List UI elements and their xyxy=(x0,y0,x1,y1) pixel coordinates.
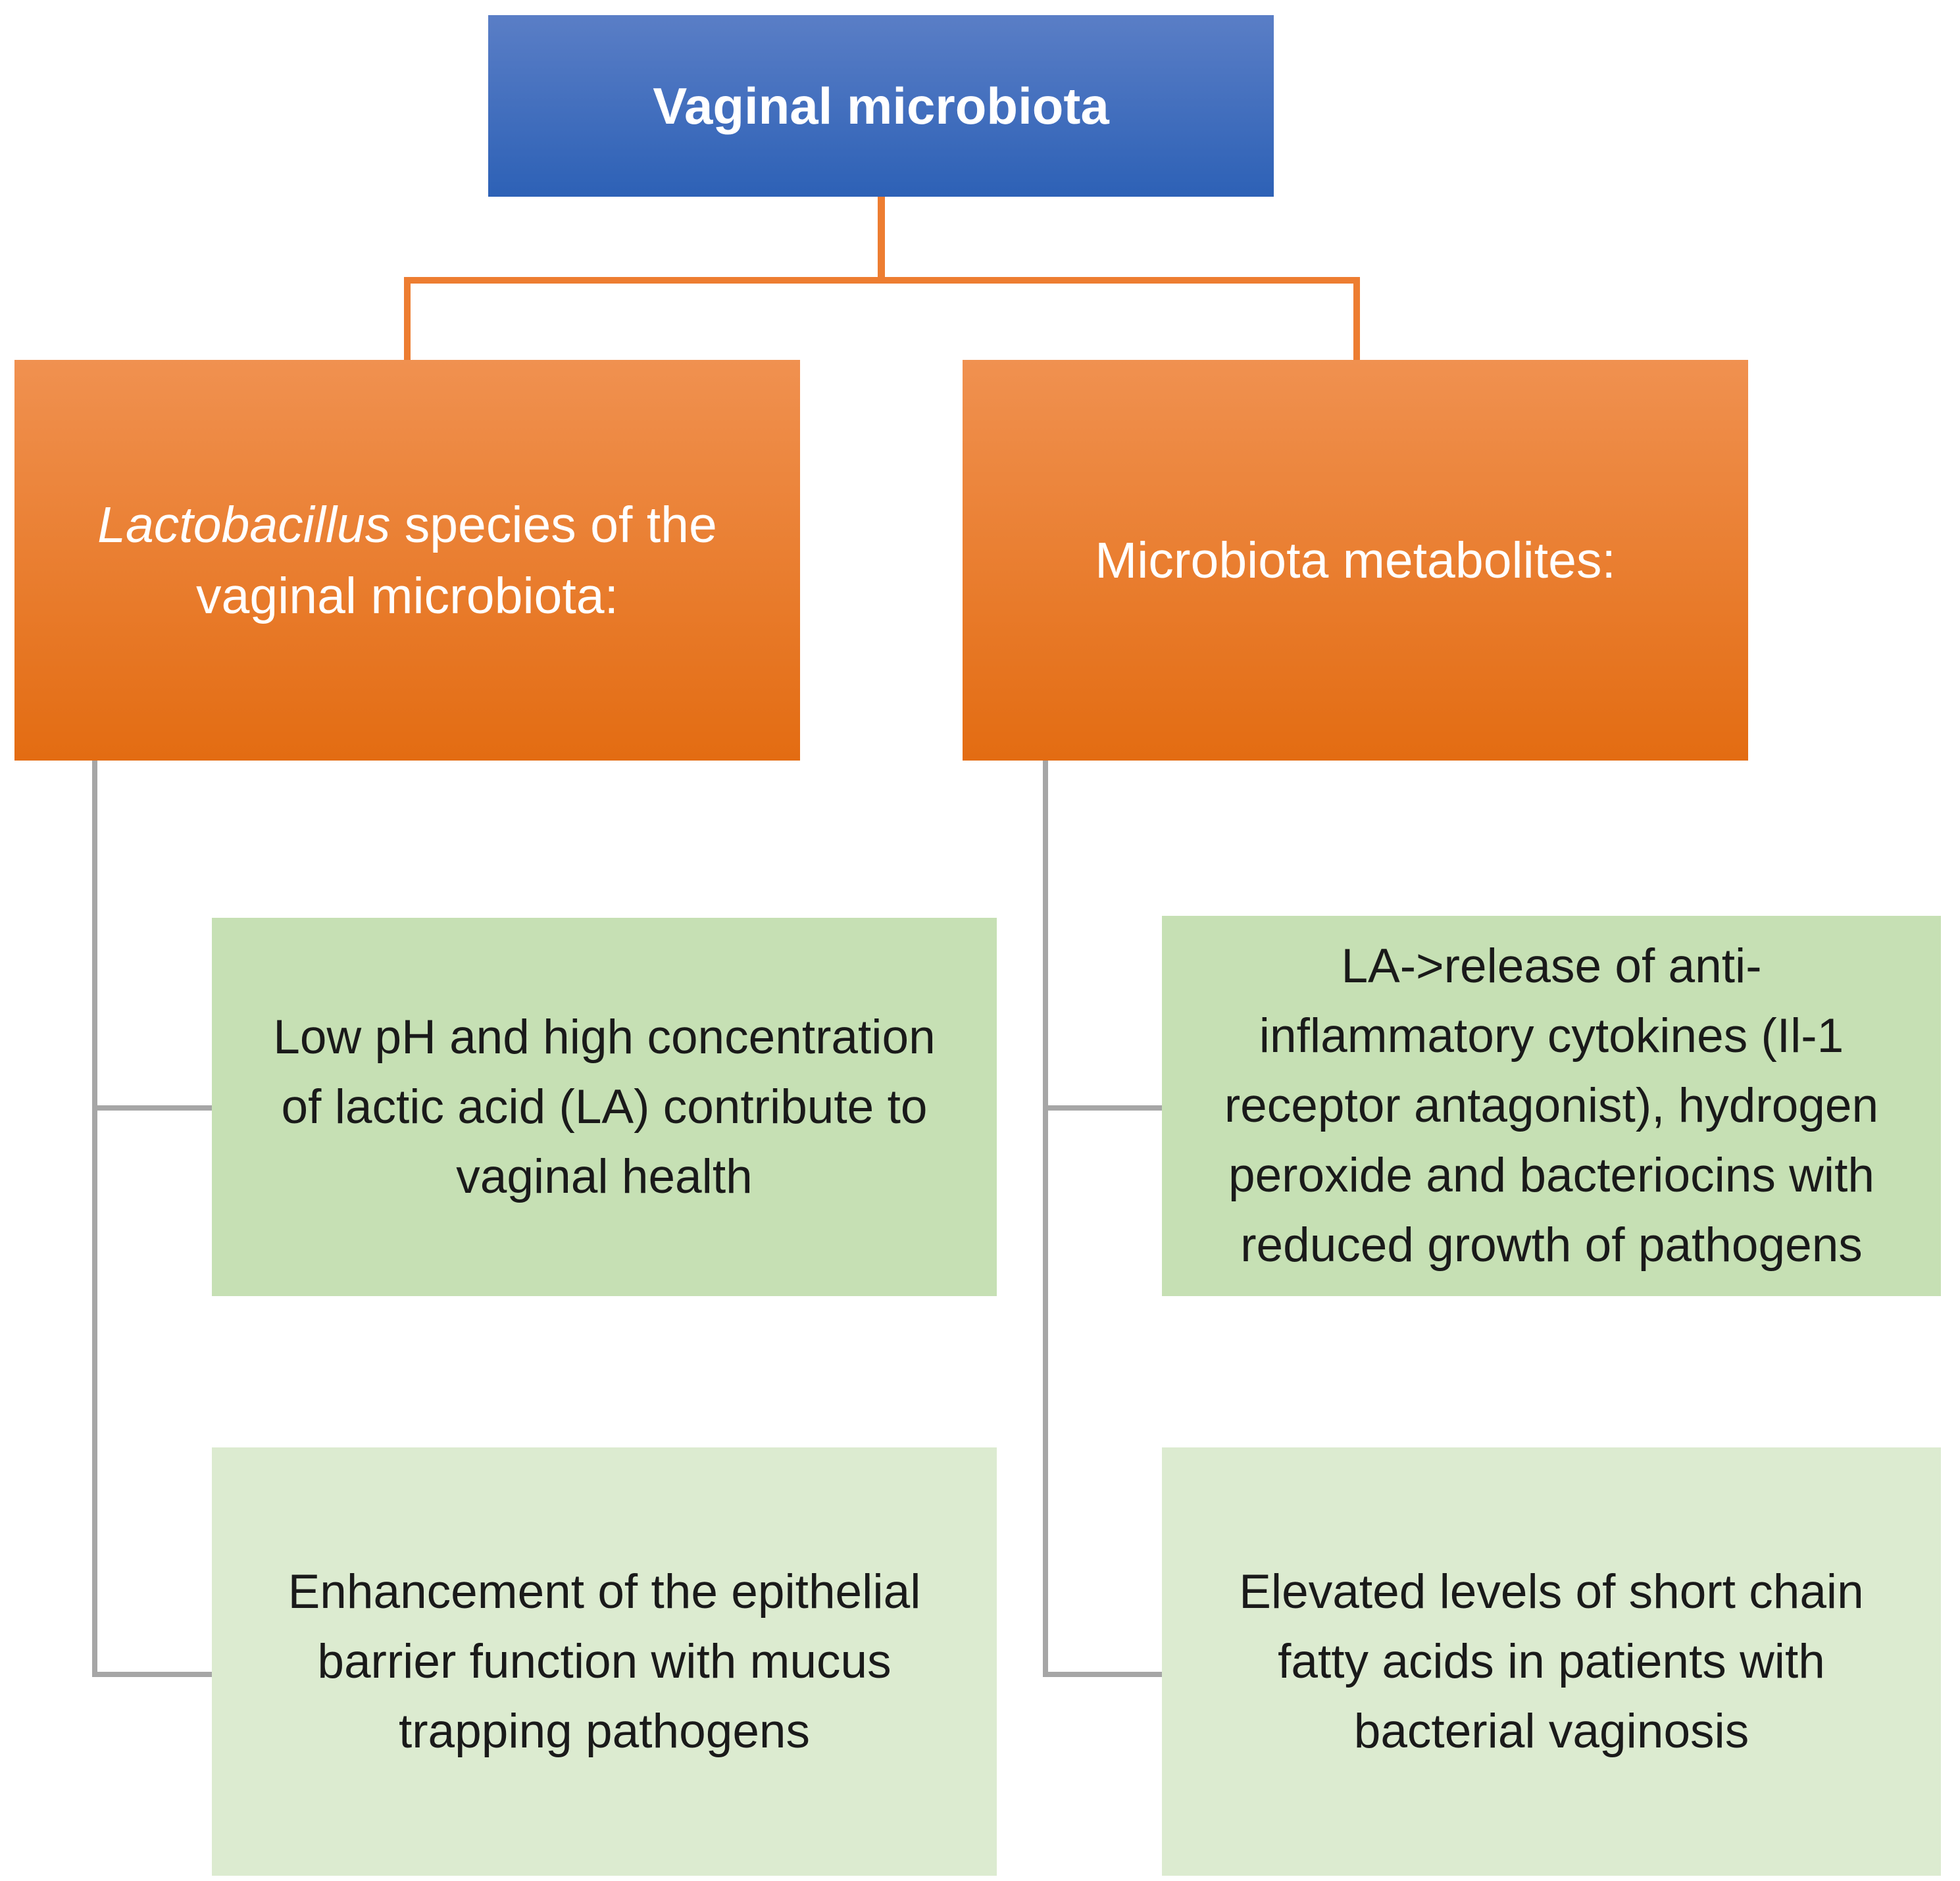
leaf-text-line: of lactic acid (LA) contribute to xyxy=(281,1080,928,1134)
connector-right-leaf1-stub xyxy=(1043,1105,1162,1111)
branch-left-label-italic: Lactobacillus xyxy=(97,496,391,553)
leaf-node-la-release-cytokines: LA->release of anti- inflammatory cytoki… xyxy=(1162,916,1941,1296)
leaf-node-epithelial-barrier: Enhancement of the epithelial barrier fu… xyxy=(212,1447,997,1876)
connector-right-leaves-vertical xyxy=(1043,761,1048,1677)
branch-node-lactobacillus-species: Lactobacillus species of the vaginal mic… xyxy=(14,360,800,761)
leaf-text-line: fatty acids in patients with xyxy=(1278,1634,1825,1688)
leaf-text-line: peroxide and bacteriocins with xyxy=(1228,1149,1874,1202)
branch-left-label-rest: species of the xyxy=(390,496,717,553)
root-node-vaginal-microbiota: Vaginal microbiota xyxy=(488,15,1274,197)
connector-branch-horizontal xyxy=(404,277,1360,284)
connector-left-leaves-vertical xyxy=(92,761,97,1677)
leaf-node-short-chain-fatty-acids: Elevated levels of short chain fatty aci… xyxy=(1162,1447,1941,1876)
connector-right-branch-drop xyxy=(1353,278,1360,360)
leaf-text-line: Enhancement of the epithelial xyxy=(288,1565,921,1618)
leaf-text-line: bacterial vaginosis xyxy=(1353,1704,1749,1758)
leaf-text-line: LA->release of anti- xyxy=(1341,940,1762,993)
connector-left-leaf1-stub xyxy=(92,1105,212,1111)
leaf-text-line: vaginal health xyxy=(456,1149,753,1203)
branch-right-label: Microbiota metabolites: xyxy=(1095,532,1616,589)
leaf-node-low-ph-lactic-acid: Low pH and high concentration of lactic … xyxy=(212,918,997,1296)
leaf-text-line: inflammatory cytokines (Il-1 xyxy=(1259,1009,1844,1063)
leaf-text-line: Low pH and high concentration xyxy=(273,1010,936,1064)
leaf-text-line: reduced growth of pathogens xyxy=(1240,1218,1863,1272)
branch-left-label-line2: vaginal microbiota: xyxy=(196,567,618,624)
leaf-text-line: barrier function with mucus xyxy=(317,1634,892,1688)
branch-node-microbiota-metabolites: Microbiota metabolites: xyxy=(963,360,1748,761)
branch-left-label-line1: Lactobacillus species of the xyxy=(97,489,717,561)
root-node-label: Vaginal microbiota xyxy=(653,76,1109,135)
connector-left-leaf2-stub xyxy=(92,1672,212,1677)
leaf-text-line: trapping pathogens xyxy=(398,1704,811,1758)
connector-root-drop xyxy=(878,197,885,279)
leaf-text-line: Elevated levels of short chain xyxy=(1239,1565,1864,1618)
connector-left-branch-drop xyxy=(404,278,411,360)
leaf-text-line: receptor antagonist), hydrogen xyxy=(1224,1079,1879,1132)
connector-right-leaf2-stub xyxy=(1043,1672,1162,1677)
